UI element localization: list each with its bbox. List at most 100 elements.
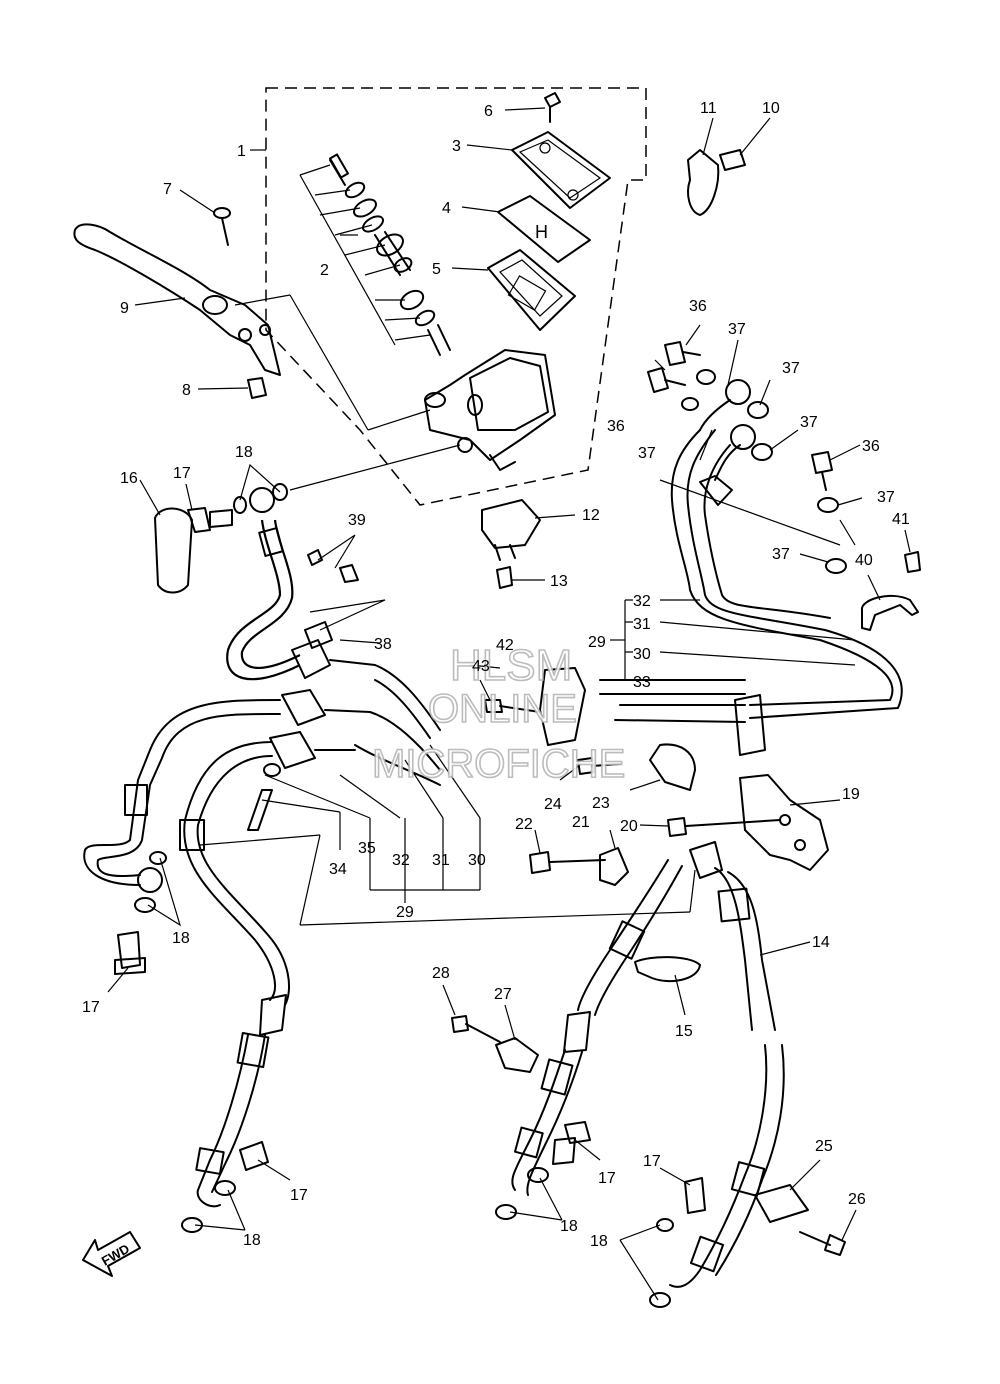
callout-34: 34 — [329, 861, 347, 878]
callout-33: 33 — [633, 674, 651, 691]
callout-18b: 18 — [172, 930, 190, 947]
callout-7: 7 — [163, 181, 172, 198]
callout-38: 38 — [374, 636, 392, 653]
callout-17b: 17 — [82, 999, 100, 1016]
callout-12: 12 — [582, 507, 600, 524]
callout-36a: 36 — [689, 298, 707, 315]
left-lower-hose — [179, 731, 441, 1036]
union-bolt-cap — [154, 483, 288, 594]
callout-5: 5 — [432, 261, 441, 278]
clamp-21 — [529, 847, 629, 886]
diaphragm-plate: H — [497, 195, 591, 263]
callout-41: 41 — [892, 511, 910, 528]
callout-35: 35 — [358, 840, 376, 857]
callout-19: 19 — [842, 786, 860, 803]
callout-26: 26 — [848, 1191, 866, 1208]
callout-27: 27 — [494, 986, 512, 1003]
callout-31b: 31 — [432, 852, 450, 869]
leader-lines — [107, 107, 911, 1301]
watermark-line1: HLSM — [450, 641, 572, 690]
cap-screw — [544, 92, 561, 123]
callout-13: 13 — [550, 573, 568, 590]
callout-37f: 37 — [772, 546, 790, 563]
pipe-clamp-40 — [861, 551, 921, 631]
master-cylinder-body — [424, 349, 556, 471]
callout-36b: 36 — [607, 418, 625, 435]
callout-labels: 1 2 3 4 5 6 7 8 9 10 11 12 13 14 15 16 1… — [82, 100, 910, 1250]
callout-18c: 18 — [243, 1232, 261, 1249]
callout-43: 43 — [472, 658, 490, 675]
master-cylinder-group-outline — [265, 87, 647, 506]
callout-10: 10 — [762, 100, 780, 117]
callout-37d: 37 — [800, 414, 818, 431]
callout-37e: 37 — [877, 489, 895, 506]
callout-9: 9 — [120, 300, 129, 317]
callout-2: 2 — [320, 262, 329, 279]
callout-14: 14 — [812, 934, 830, 951]
callout-23: 23 — [592, 795, 610, 812]
callout-18a: 18 — [235, 444, 253, 461]
bracket-23 — [577, 743, 696, 791]
lower-left-union-bolt — [114, 851, 167, 975]
callout-32b: 32 — [392, 852, 410, 869]
callout-15: 15 — [675, 1023, 693, 1040]
watermark-line3: MICROFICHE — [372, 742, 625, 786]
callout-1: 1 — [237, 143, 246, 160]
center-hose — [577, 859, 683, 1016]
svg-text:H: H — [535, 222, 548, 242]
callout-21: 21 — [572, 814, 590, 831]
master-cylinder-holder — [687, 149, 746, 216]
bolt-35 — [247, 763, 281, 831]
callout-30a: 30 — [633, 646, 651, 663]
callout-22: 22 — [515, 816, 533, 833]
callout-16: 16 — [120, 470, 138, 487]
watermark: HLSM ONLINE MICROFICHE — [371, 640, 626, 787]
brake-light-switch — [481, 499, 541, 589]
hose-clamp-15 — [634, 956, 701, 983]
reservoir-cap — [511, 131, 611, 209]
callout-42: 42 — [496, 637, 514, 654]
callout-6: 6 — [484, 103, 493, 120]
union-bolt-center — [552, 1121, 591, 1165]
callout-37b: 37 — [782, 360, 800, 377]
callout-17a: 17 — [173, 465, 191, 482]
union-bolts-36 — [647, 341, 833, 491]
callout-37a: 37 — [728, 321, 746, 338]
callout-24: 24 — [544, 796, 562, 813]
callout-25: 25 — [815, 1138, 833, 1155]
callout-36c: 36 — [862, 438, 880, 455]
right-lower-hose — [649, 1044, 785, 1308]
center-lower-hose — [495, 1011, 591, 1220]
hose-14 — [689, 841, 776, 1031]
callout-30b: 30 — [468, 852, 486, 869]
watermark-line2: ONLINE — [428, 687, 577, 731]
diaphragm — [487, 249, 576, 331]
callout-17d: 17 — [598, 1170, 616, 1187]
pivot-nut — [247, 377, 267, 399]
callout-28: 28 — [432, 965, 450, 982]
hose-clamp-38 — [304, 549, 359, 649]
clamp-27 — [451, 1015, 539, 1073]
callout-11: 11 — [700, 100, 717, 117]
callout-8: 8 — [182, 382, 191, 399]
bracket-19 — [667, 774, 829, 871]
callout-29a: 29 — [588, 634, 606, 651]
callout-32a: 32 — [633, 593, 651, 610]
piston-kit — [299, 153, 451, 356]
callout-4: 4 — [442, 200, 451, 217]
callout-20: 20 — [620, 818, 638, 835]
pivot-bolt — [213, 207, 231, 246]
callout-39: 39 — [348, 512, 366, 529]
upper-brake-hose — [226, 519, 441, 739]
callout-31a: 31 — [633, 616, 651, 633]
callout-3: 3 — [452, 138, 461, 155]
bracket-25 — [754, 1184, 846, 1256]
callout-17e: 17 — [643, 1153, 661, 1170]
brake-pipes — [599, 429, 903, 756]
crush-washers-37 — [681, 369, 847, 574]
callout-18d: 18 — [560, 1218, 578, 1235]
callout-37c: 37 — [638, 445, 656, 462]
callout-40: 40 — [855, 552, 873, 569]
joint-block — [484, 667, 586, 746]
